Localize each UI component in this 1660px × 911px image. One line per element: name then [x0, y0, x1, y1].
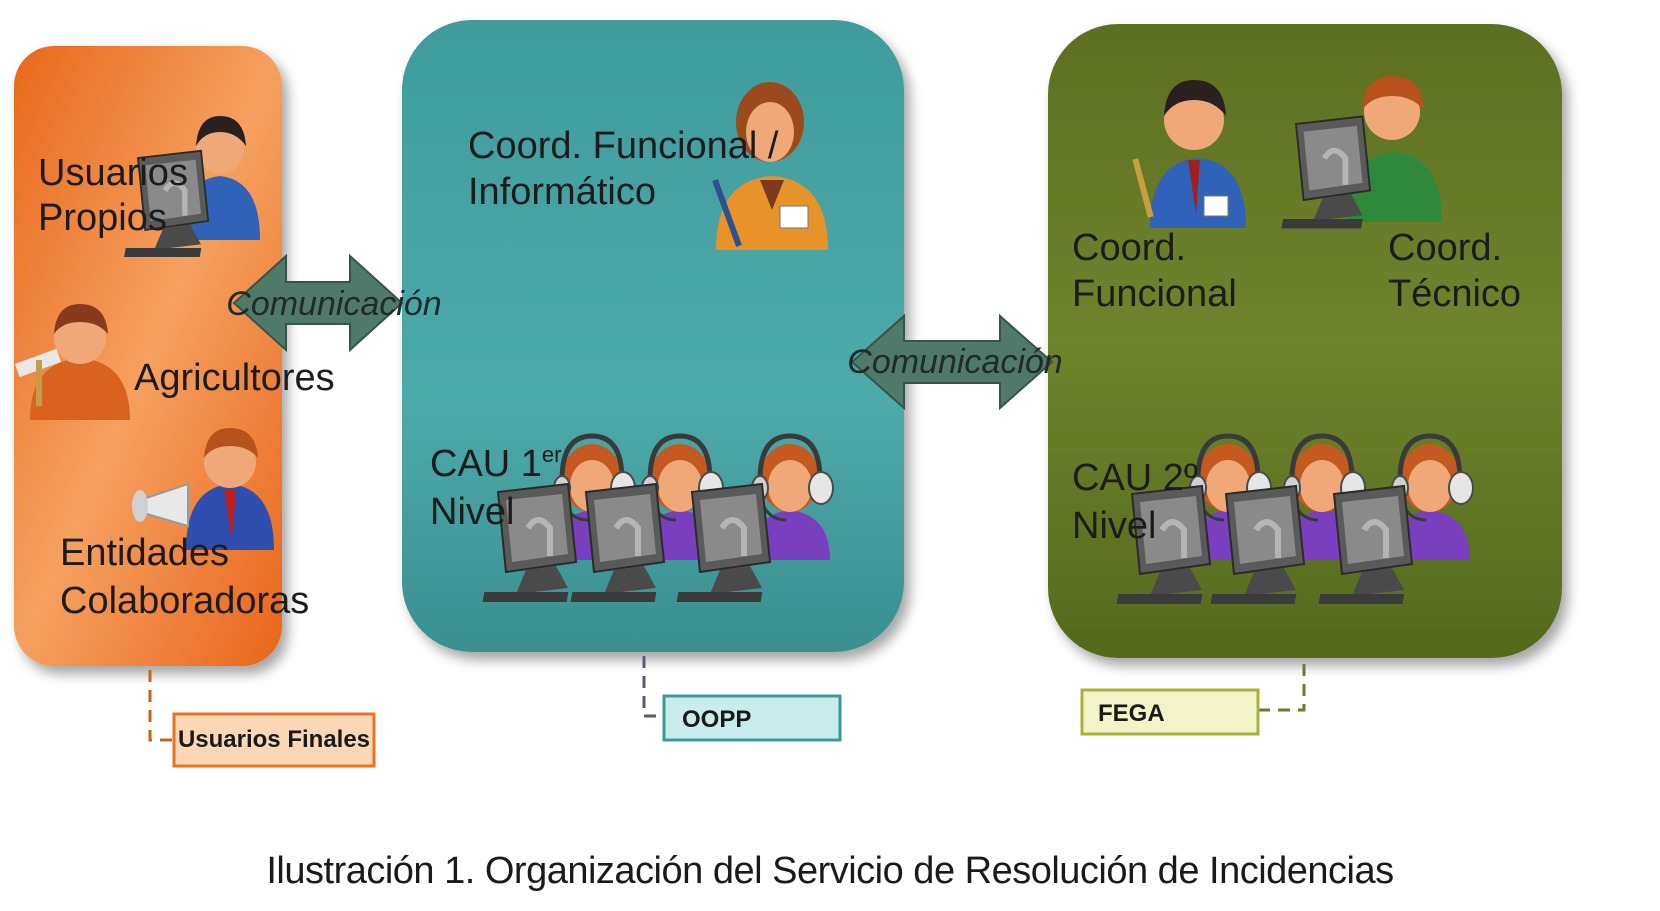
- tag-usuarios-finales-label: Usuarios Finales: [178, 726, 370, 753]
- label-usuarios-propios-line2: Propios: [38, 197, 167, 239]
- person-coord-tecnico-fega-icon: [1281, 76, 1442, 229]
- tag-fega: FEGA: [1080, 664, 1306, 736]
- group-fega: [1048, 24, 1562, 658]
- label-coord-funcional-informatico-line2: Informático: [468, 171, 656, 213]
- person-usuarios-propios-icon: [124, 116, 260, 257]
- arrow-label-left: Comunicación: [226, 285, 441, 323]
- label-usuarios-propios-line1: Usuarios: [38, 152, 188, 194]
- label-entidades-line2: Colaboradoras: [60, 580, 309, 622]
- label-coord-funcional-fega-line1: Coord.: [1072, 227, 1186, 269]
- tag-fega-label: FEGA: [1098, 700, 1165, 727]
- label-cau1-line2: Nivel: [430, 491, 514, 533]
- communication-arrow-left: Comunicación: [226, 253, 442, 353]
- label-coord-funcional-fega-line2: Funcional: [1072, 273, 1237, 315]
- person-agricultores-icon: [14, 304, 130, 420]
- person-entidades-colaboradoras-icon: [132, 428, 274, 550]
- label-cau2-line1: CAU 2º: [1072, 457, 1198, 499]
- tag-oopp: OOPP: [642, 656, 842, 742]
- label-coord-funcional-informatico-line1: Coord. Funcional /: [468, 125, 779, 167]
- figure-caption: Ilustración 1. Organización del Servicio…: [266, 850, 1394, 892]
- label-cau1-line1: CAU 1er: [430, 442, 561, 485]
- person-coord-funcional-informatico-icon: [712, 82, 828, 250]
- person-coord-funcional-fega-icon: [1132, 80, 1246, 228]
- label-cau2-line2: Nivel: [1072, 505, 1156, 547]
- label-coord-tecnico-line1: Coord.: [1388, 227, 1502, 269]
- label-coord-tecnico-line2: Técnico: [1388, 273, 1521, 315]
- communication-arrow-right: Comunicación: [847, 313, 1063, 411]
- diagram-canvas: Comunicación Comunicación Usuarios Propi…: [14, 20, 1562, 768]
- label-agricultores: Agricultores: [134, 357, 335, 399]
- tag-oopp-label: OOPP: [682, 706, 751, 733]
- arrow-label-right: Comunicación: [847, 343, 1062, 381]
- tag-usuarios-finales: Usuarios Finales: [148, 670, 376, 768]
- label-entidades-line1: Entidades: [60, 532, 229, 574]
